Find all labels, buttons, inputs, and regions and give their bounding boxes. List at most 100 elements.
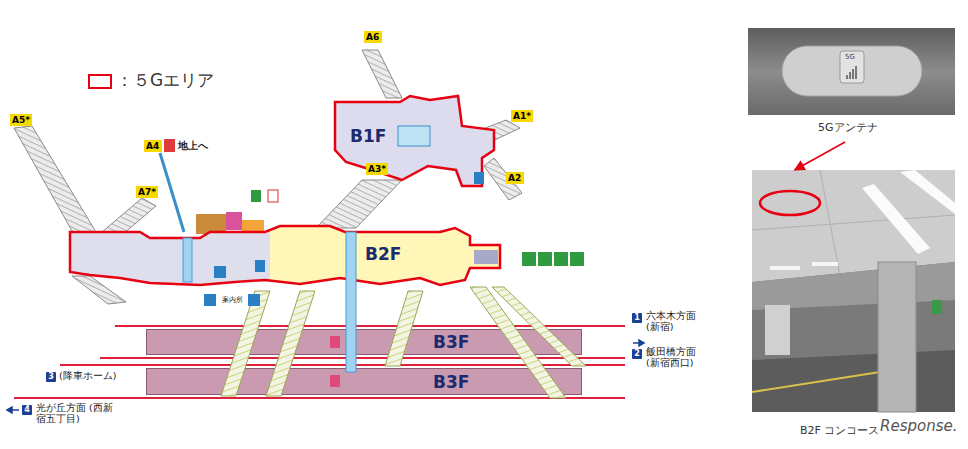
floor-name: B1F: [350, 126, 386, 146]
toilet-icon: [554, 252, 568, 266]
exit-icon: [164, 139, 175, 152]
facility-room: [226, 212, 242, 230]
photo-ground: [748, 28, 955, 115]
exit-number: A7*: [138, 186, 156, 198]
pillar: [878, 262, 916, 412]
watermark: Response.: [880, 417, 957, 435]
pointer-arrow: [795, 142, 845, 170]
elevator-link: [160, 153, 184, 232]
ceiling-joint: [820, 170, 840, 276]
exit-tag: A7*: [136, 186, 158, 198]
elevator-icon: [330, 336, 340, 348]
signal-bar: [855, 66, 857, 79]
facilities: [164, 139, 278, 234]
track-line: [115, 325, 625, 327]
photo-caption: 5G: [845, 53, 855, 62]
direction-label: (降車ホーム): [59, 370, 116, 381]
escalator-landing: [474, 250, 498, 264]
elevator-shaft: [346, 232, 356, 372]
exit-tag: A3*: [366, 163, 388, 175]
floor-area: B2F: [66, 222, 504, 288]
photo-panel: 5G 5Gアンテナ: [748, 28, 955, 142]
floor-line: [752, 372, 880, 392]
facility-icon: [268, 190, 278, 202]
floor-name: B3F: [433, 372, 469, 392]
signal-bar: [846, 75, 848, 79]
toilet-icon: [522, 252, 536, 266]
signal-bar: [849, 72, 851, 79]
atrium-opening: [398, 126, 430, 146]
ceiling-joint: [752, 215, 955, 230]
floor-name: B3F: [433, 332, 469, 352]
exit-number: A6: [366, 31, 379, 43]
direction-label: 六本木方面 (新宿): [646, 310, 708, 332]
exit-number: A5*: [12, 114, 30, 126]
ceiling-light: [900, 170, 955, 214]
antenna-photo: [748, 28, 955, 115]
exit-number: A2: [508, 172, 521, 184]
exit-tag: A5*: [10, 114, 32, 126]
direction-arrow: [7, 407, 12, 413]
platform-band: B3F: [146, 368, 582, 395]
escalators: [221, 287, 586, 398]
floor-name: B2F: [365, 244, 401, 264]
photo-ground: [752, 170, 955, 412]
facility-icon: [248, 294, 260, 306]
staircase: [14, 126, 96, 238]
legend-swatch: [88, 74, 112, 89]
facility-icon: [255, 260, 265, 272]
escalator: [266, 291, 315, 396]
direction-arrow: [639, 340, 644, 346]
direction-label: 飯田橋方面 (新宿西口): [646, 346, 708, 368]
floor: [752, 350, 955, 412]
exit-number: A3*: [368, 163, 386, 175]
exit-number: A4: [146, 140, 159, 152]
area-outline: [70, 226, 500, 285]
area-outline: [335, 96, 494, 186]
platform-number: 1: [632, 313, 642, 323]
elevator-shaft: [183, 238, 192, 282]
staircase: [362, 50, 402, 98]
platform-number: 2: [632, 349, 642, 359]
facility-icon: [474, 172, 484, 184]
elevator-icon: [330, 375, 340, 387]
antenna-plate: [782, 46, 922, 96]
facility-icon: [204, 294, 216, 306]
place-name: 案内所: [222, 296, 243, 304]
toilet-icon: [538, 252, 552, 266]
exit-number: A1*: [513, 110, 531, 122]
platform-number: 3: [46, 372, 56, 382]
photo-panel: B2F コンコース: [752, 170, 955, 446]
ceiling-light: [812, 262, 838, 266]
photo-caption: 5Gアンテナ: [818, 121, 878, 135]
antenna-icon: [840, 51, 864, 83]
back-wall: [752, 262, 955, 310]
exit-tag: A4: [144, 140, 162, 152]
escalator: [385, 291, 423, 366]
signal-bar: [852, 69, 854, 79]
staircase: [484, 158, 522, 200]
highlight-ring: [760, 191, 820, 215]
ceiling-light: [770, 266, 800, 270]
exit-tag: A1*: [511, 110, 533, 122]
legend-text: ：５Gエリア: [116, 70, 214, 91]
escalator: [492, 287, 586, 366]
phone-icon: [214, 266, 226, 278]
ceiling-light: [862, 184, 930, 254]
wall-panel: [765, 305, 790, 355]
platform-number: 4: [22, 405, 32, 415]
staircase: [316, 180, 402, 228]
staircase: [72, 276, 126, 304]
stairs: [14, 50, 522, 304]
escalator: [221, 291, 270, 396]
area-outline: [66, 222, 504, 288]
exit-tag: A6: [364, 31, 382, 43]
toilet-icon: [570, 252, 584, 266]
photo-caption: B2F コンコース: [800, 424, 879, 438]
facility-icon: [251, 190, 261, 202]
